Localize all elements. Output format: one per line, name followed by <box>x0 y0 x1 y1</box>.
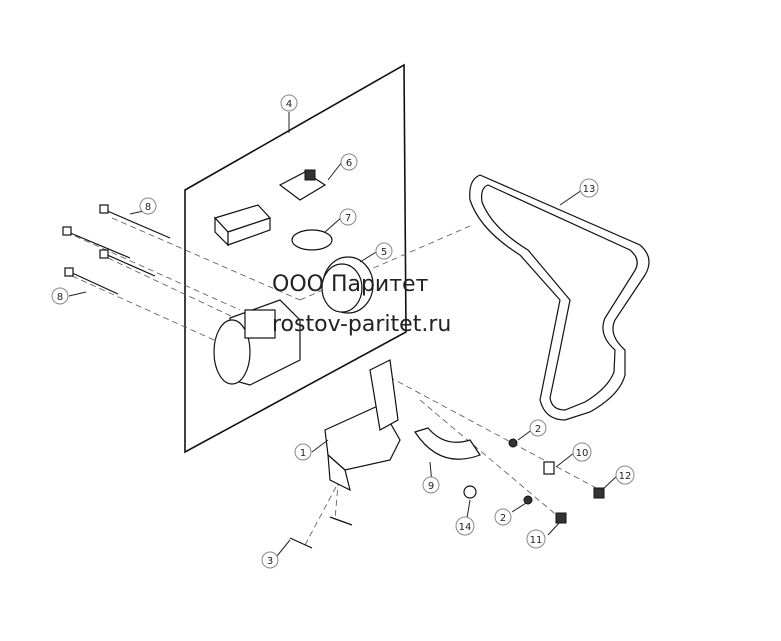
svg-text:12: 12 <box>619 471 632 482</box>
assembly-lines <box>71 217 601 546</box>
drive-belt <box>469 174 650 421</box>
callout-12: 12 <box>615 465 635 485</box>
nut-bottom <box>523 495 533 505</box>
svg-text:1: 1 <box>300 448 306 459</box>
washer <box>463 485 477 499</box>
callout-9: 9 <box>422 476 440 494</box>
svg-text:8: 8 <box>57 292 63 303</box>
svg-text:5: 5 <box>381 247 387 258</box>
o-ring <box>291 229 333 251</box>
callout-14: 14 <box>455 516 475 536</box>
watermark-company: ООО Паритет <box>272 272 429 297</box>
callout-7: 7 <box>339 208 357 226</box>
callout-13: 13 <box>579 178 599 198</box>
callout-8b: 8 <box>51 287 69 305</box>
callout-6: 6 <box>340 153 358 171</box>
watermark-site: rostov-paritet.ru <box>272 312 452 337</box>
pressure-switch <box>278 169 327 201</box>
support-bracket <box>414 427 481 460</box>
bolt-3 <box>289 537 313 549</box>
relay-block <box>213 204 272 247</box>
svg-text:14: 14 <box>459 522 472 533</box>
svg-text:11: 11 <box>530 535 543 546</box>
svg-text:13: 13 <box>583 184 596 195</box>
svg-text:8: 8 <box>145 202 151 213</box>
svg-text:7: 7 <box>345 213 351 224</box>
bolt-bracket <box>329 516 353 526</box>
callout-2b: 2 <box>494 508 512 526</box>
svg-text:9: 9 <box>428 481 434 492</box>
bolt-12 <box>593 487 605 499</box>
callout-4: 4 <box>280 94 298 112</box>
long-bolts <box>62 204 171 295</box>
callout-5: 5 <box>375 242 393 260</box>
callout-1: 1 <box>294 443 312 461</box>
svg-text:2: 2 <box>500 513 506 524</box>
nut-top <box>508 438 518 448</box>
callout-10: 10 <box>572 442 592 462</box>
clip <box>543 461 555 475</box>
callout-8a: 8 <box>139 197 157 215</box>
svg-text:6: 6 <box>346 158 352 169</box>
callout-11: 11 <box>526 529 546 549</box>
callout-3: 3 <box>261 551 279 569</box>
pulley <box>321 256 374 314</box>
svg-text:10: 10 <box>576 448 589 459</box>
mounting-plate <box>184 63 407 454</box>
callout-2a: 2 <box>529 419 547 437</box>
svg-text:3: 3 <box>267 556 273 567</box>
bolt-11 <box>555 512 567 524</box>
svg-text:2: 2 <box>535 424 541 435</box>
compressor <box>213 299 301 386</box>
svg-text:4: 4 <box>286 99 292 110</box>
bracket <box>324 359 401 492</box>
